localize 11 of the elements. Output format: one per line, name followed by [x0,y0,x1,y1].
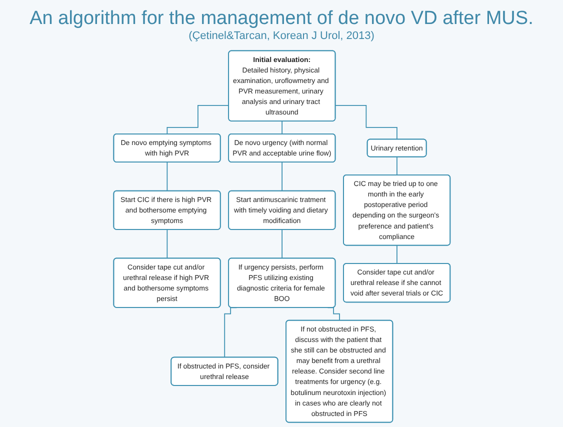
connector [281,229,282,259]
connector [396,156,398,176]
connector [281,120,282,135]
connector [281,162,282,192]
connector [334,105,398,140]
title: An algorithm for the management of de novo VD after MUS. [30,8,534,30]
connector [166,162,168,192]
connector [166,229,168,259]
citation: (Çetinel&Tarcan, Korean J Urol, 2013) [188,30,374,42]
connector [396,245,398,264]
connector [166,105,229,135]
